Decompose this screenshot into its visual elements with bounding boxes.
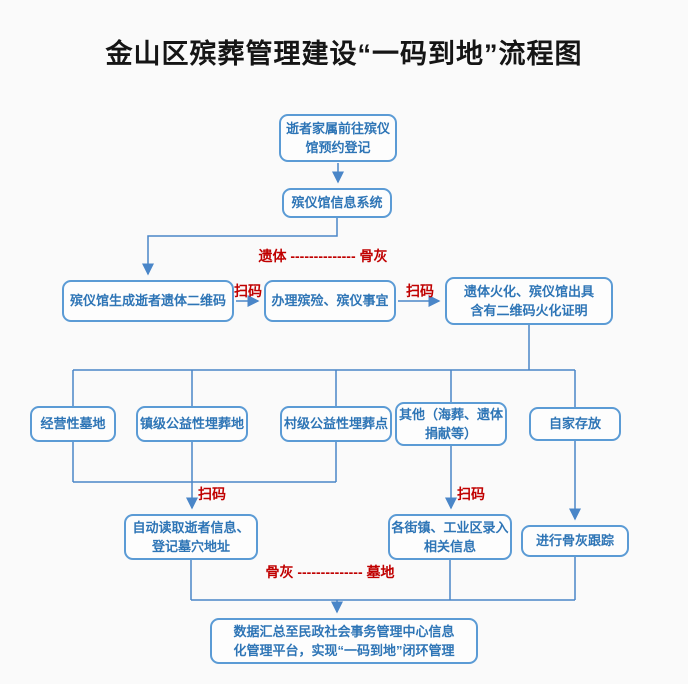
node-label-line: 各街镇、工业区录入 <box>391 519 509 535</box>
node-label-line: 进行骨灰跟踪 <box>535 533 614 549</box>
node-generate-qr: 殡仪馆生成逝者遗体二维码 <box>62 280 234 322</box>
node-label-line: 登记墓穴地址 <box>151 539 230 554</box>
node-label-line: 镇级公益性埋葬地 <box>139 416 244 432</box>
node-handle-funeral: 办理殡殓、殡仪事宜 <box>264 280 396 322</box>
node-label-line: 自家存放 <box>548 416 601 432</box>
label-scan-code-2: 扫码 <box>406 283 434 299</box>
node-district-entry: 各街镇、工业区录入 相关信息 <box>388 514 512 560</box>
label-scan-code-4: 扫码 <box>457 486 485 502</box>
node-label-line: 殡仪馆信息系统 <box>291 195 383 211</box>
node-other-disposal: 其他（海葬、遗体 捐献等） <box>395 402 507 446</box>
node-town-public-cemetery: 镇级公益性埋葬地 <box>136 406 248 442</box>
label-scan-code-3: 扫码 <box>198 486 226 502</box>
node-label-line: 捐献等） <box>424 426 477 441</box>
node-label-line: 遗体火化、殡仪馆出具 <box>463 283 594 299</box>
node-label-line: 馆预约登记 <box>305 140 371 155</box>
node-label-line: 其他（海葬、遗体 <box>398 406 503 422</box>
node-label-line: 自动读取逝者信息、 <box>132 519 250 535</box>
node-family-register: 逝者家属前往殡仪 馆预约登记 <box>279 114 397 162</box>
label-ash-to-grave: 骨灰 -------------- 墓地 <box>265 564 395 580</box>
node-label-line: 含有二维码火化证明 <box>470 303 588 318</box>
node-data-summary: 数据汇总至民政社会事务管理中心信息 化管理平台，实现“一码到地”闭环管理 <box>210 618 478 664</box>
node-label-line: 殡仪馆生成逝者遗体二维码 <box>69 293 226 309</box>
label-scan-code-1: 扫码 <box>234 283 262 299</box>
page-title: 金山区殡葬管理建设“一码到地”流程图 <box>105 39 583 69</box>
node-commercial-cemetery: 经营性墓地 <box>30 406 116 442</box>
node-home-storage: 自家存放 <box>529 407 621 441</box>
node-label-line: 村级公益性埋葬点 <box>283 416 388 432</box>
node-label-line: 数据汇总至民政社会事务管理中心信息 <box>233 623 455 639</box>
node-label-line: 相关信息 <box>423 539 476 554</box>
node-info-system: 殡仪馆信息系统 <box>282 188 392 218</box>
node-label-line: 化管理平台，实现“一码到地”闭环管理 <box>233 643 455 658</box>
node-auto-read-info: 自动读取逝者信息、 登记墓穴地址 <box>124 514 258 560</box>
node-ash-tracking: 进行骨灰跟踪 <box>521 525 629 557</box>
node-cremation-certificate: 遗体火化、殡仪馆出具 含有二维码火化证明 <box>445 277 613 325</box>
node-label-line: 逝者家属前往殡仪 <box>285 120 390 136</box>
label-body-to-ash: 遗体 -------------- 骨灰 <box>258 248 388 264</box>
node-village-public-cemetery: 村级公益性埋葬点 <box>280 406 392 442</box>
node-label-line: 办理殡殓、殡仪事宜 <box>271 293 389 309</box>
node-label-line: 经营性墓地 <box>40 416 106 432</box>
